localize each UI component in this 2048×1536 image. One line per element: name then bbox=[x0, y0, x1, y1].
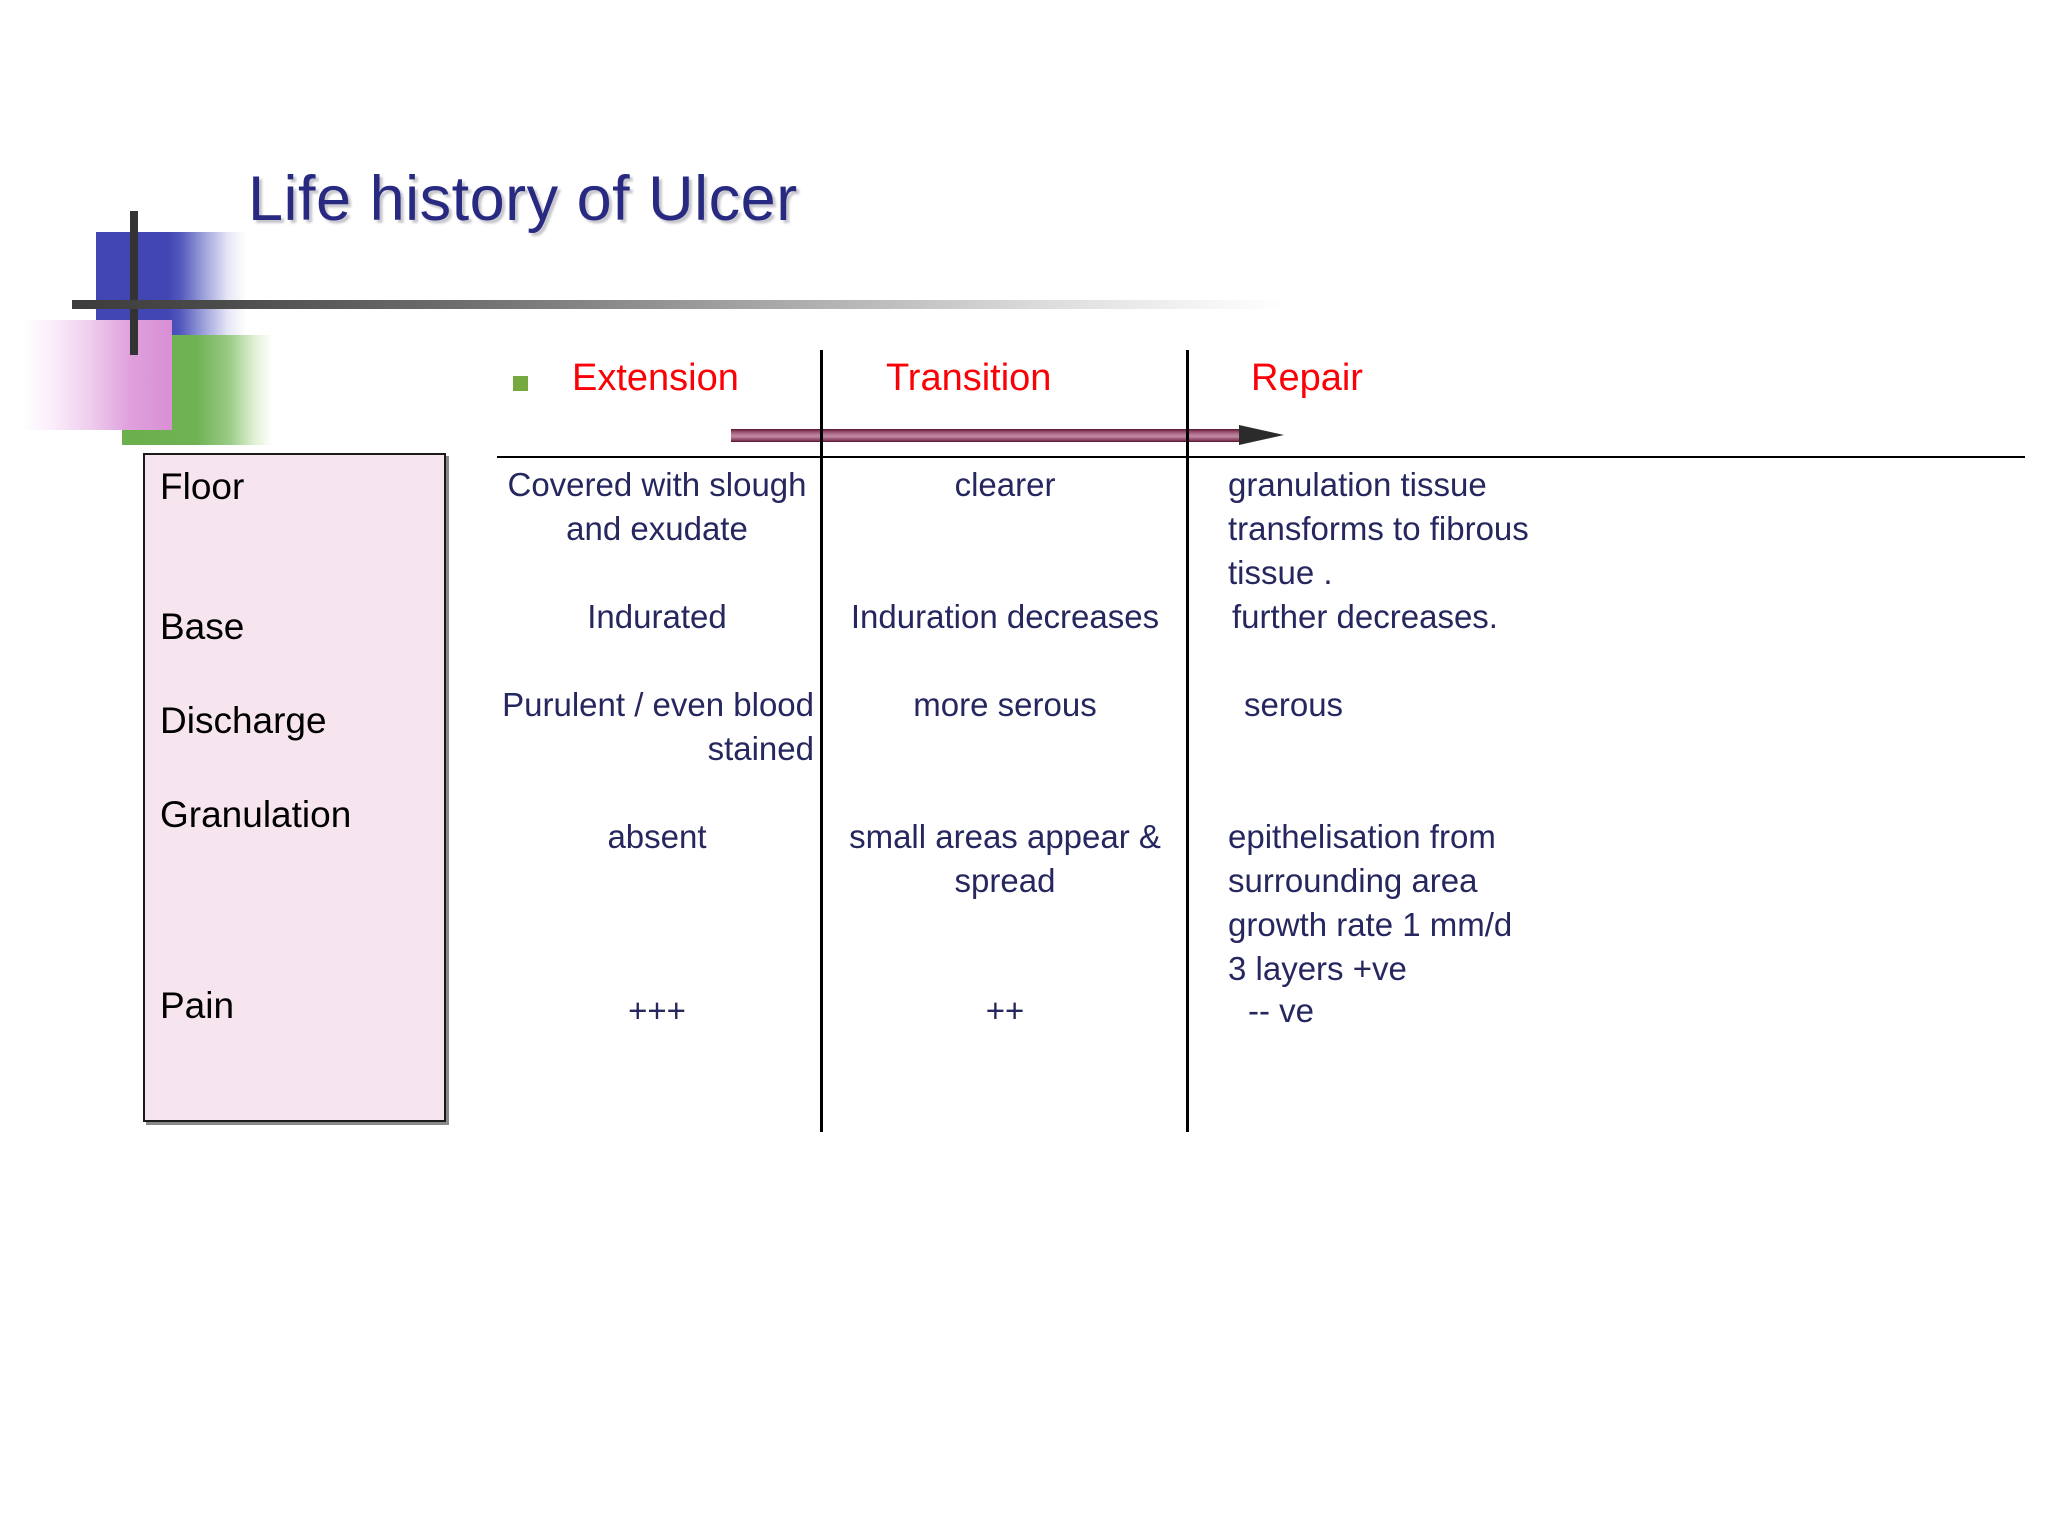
cell-pain-repair: -- ve bbox=[1248, 992, 1314, 1029]
cell-granulation-repair: epithelisation from surrounding area gro… bbox=[1228, 818, 1513, 987]
row-label-floor: Floor bbox=[160, 466, 245, 507]
row-label-panel bbox=[143, 453, 446, 1122]
cell-pain-extension: +++ bbox=[628, 992, 686, 1029]
cell-discharge-transition: more serous bbox=[913, 686, 1097, 723]
cell-granulation-extension: absent bbox=[607, 818, 707, 855]
row-label-discharge: Discharge bbox=[160, 700, 327, 741]
vertical-accent-line bbox=[130, 211, 138, 355]
pink-square-decoration bbox=[22, 320, 172, 430]
column-header-transition: Transition bbox=[886, 357, 1052, 399]
green-square-decoration bbox=[122, 335, 272, 445]
row-label-pain: Pain bbox=[160, 985, 235, 1026]
column-divider-1 bbox=[820, 350, 823, 1132]
blue-square-decoration bbox=[96, 232, 246, 342]
cell-discharge-extension: Purulent / even blood stained bbox=[502, 686, 814, 767]
row-label-granulation: Granulation bbox=[160, 794, 352, 835]
cell-floor-extension: Covered with slough and exudate bbox=[507, 466, 807, 547]
arrow-shaft bbox=[731, 429, 1244, 442]
cell-base-extension: Indurated bbox=[587, 598, 727, 635]
title-underline bbox=[72, 300, 1287, 309]
bullet-marker-icon bbox=[513, 376, 528, 391]
row-label-base: Base bbox=[160, 606, 245, 647]
cell-floor-transition: clearer bbox=[954, 466, 1056, 503]
page-title: Life history of Ulcer bbox=[248, 164, 798, 234]
column-header-repair: Repair bbox=[1251, 357, 1363, 399]
cell-granulation-transition: small areas appear & spread bbox=[849, 818, 1161, 899]
cell-pain-transition: ++ bbox=[985, 992, 1025, 1029]
cell-base-transition: Induration decreases bbox=[850, 598, 1160, 635]
cell-floor-repair: granulation tissue transforms to fibrous… bbox=[1228, 466, 1529, 591]
cell-discharge-repair: serous bbox=[1244, 686, 1344, 723]
table-top-rule bbox=[497, 456, 2025, 458]
progression-arrow bbox=[731, 425, 1287, 445]
column-divider-2 bbox=[1186, 350, 1189, 1132]
column-header-extension: Extension bbox=[572, 357, 739, 399]
cell-base-repair: further decreases. bbox=[1232, 598, 1498, 635]
arrow-head bbox=[1239, 425, 1284, 445]
